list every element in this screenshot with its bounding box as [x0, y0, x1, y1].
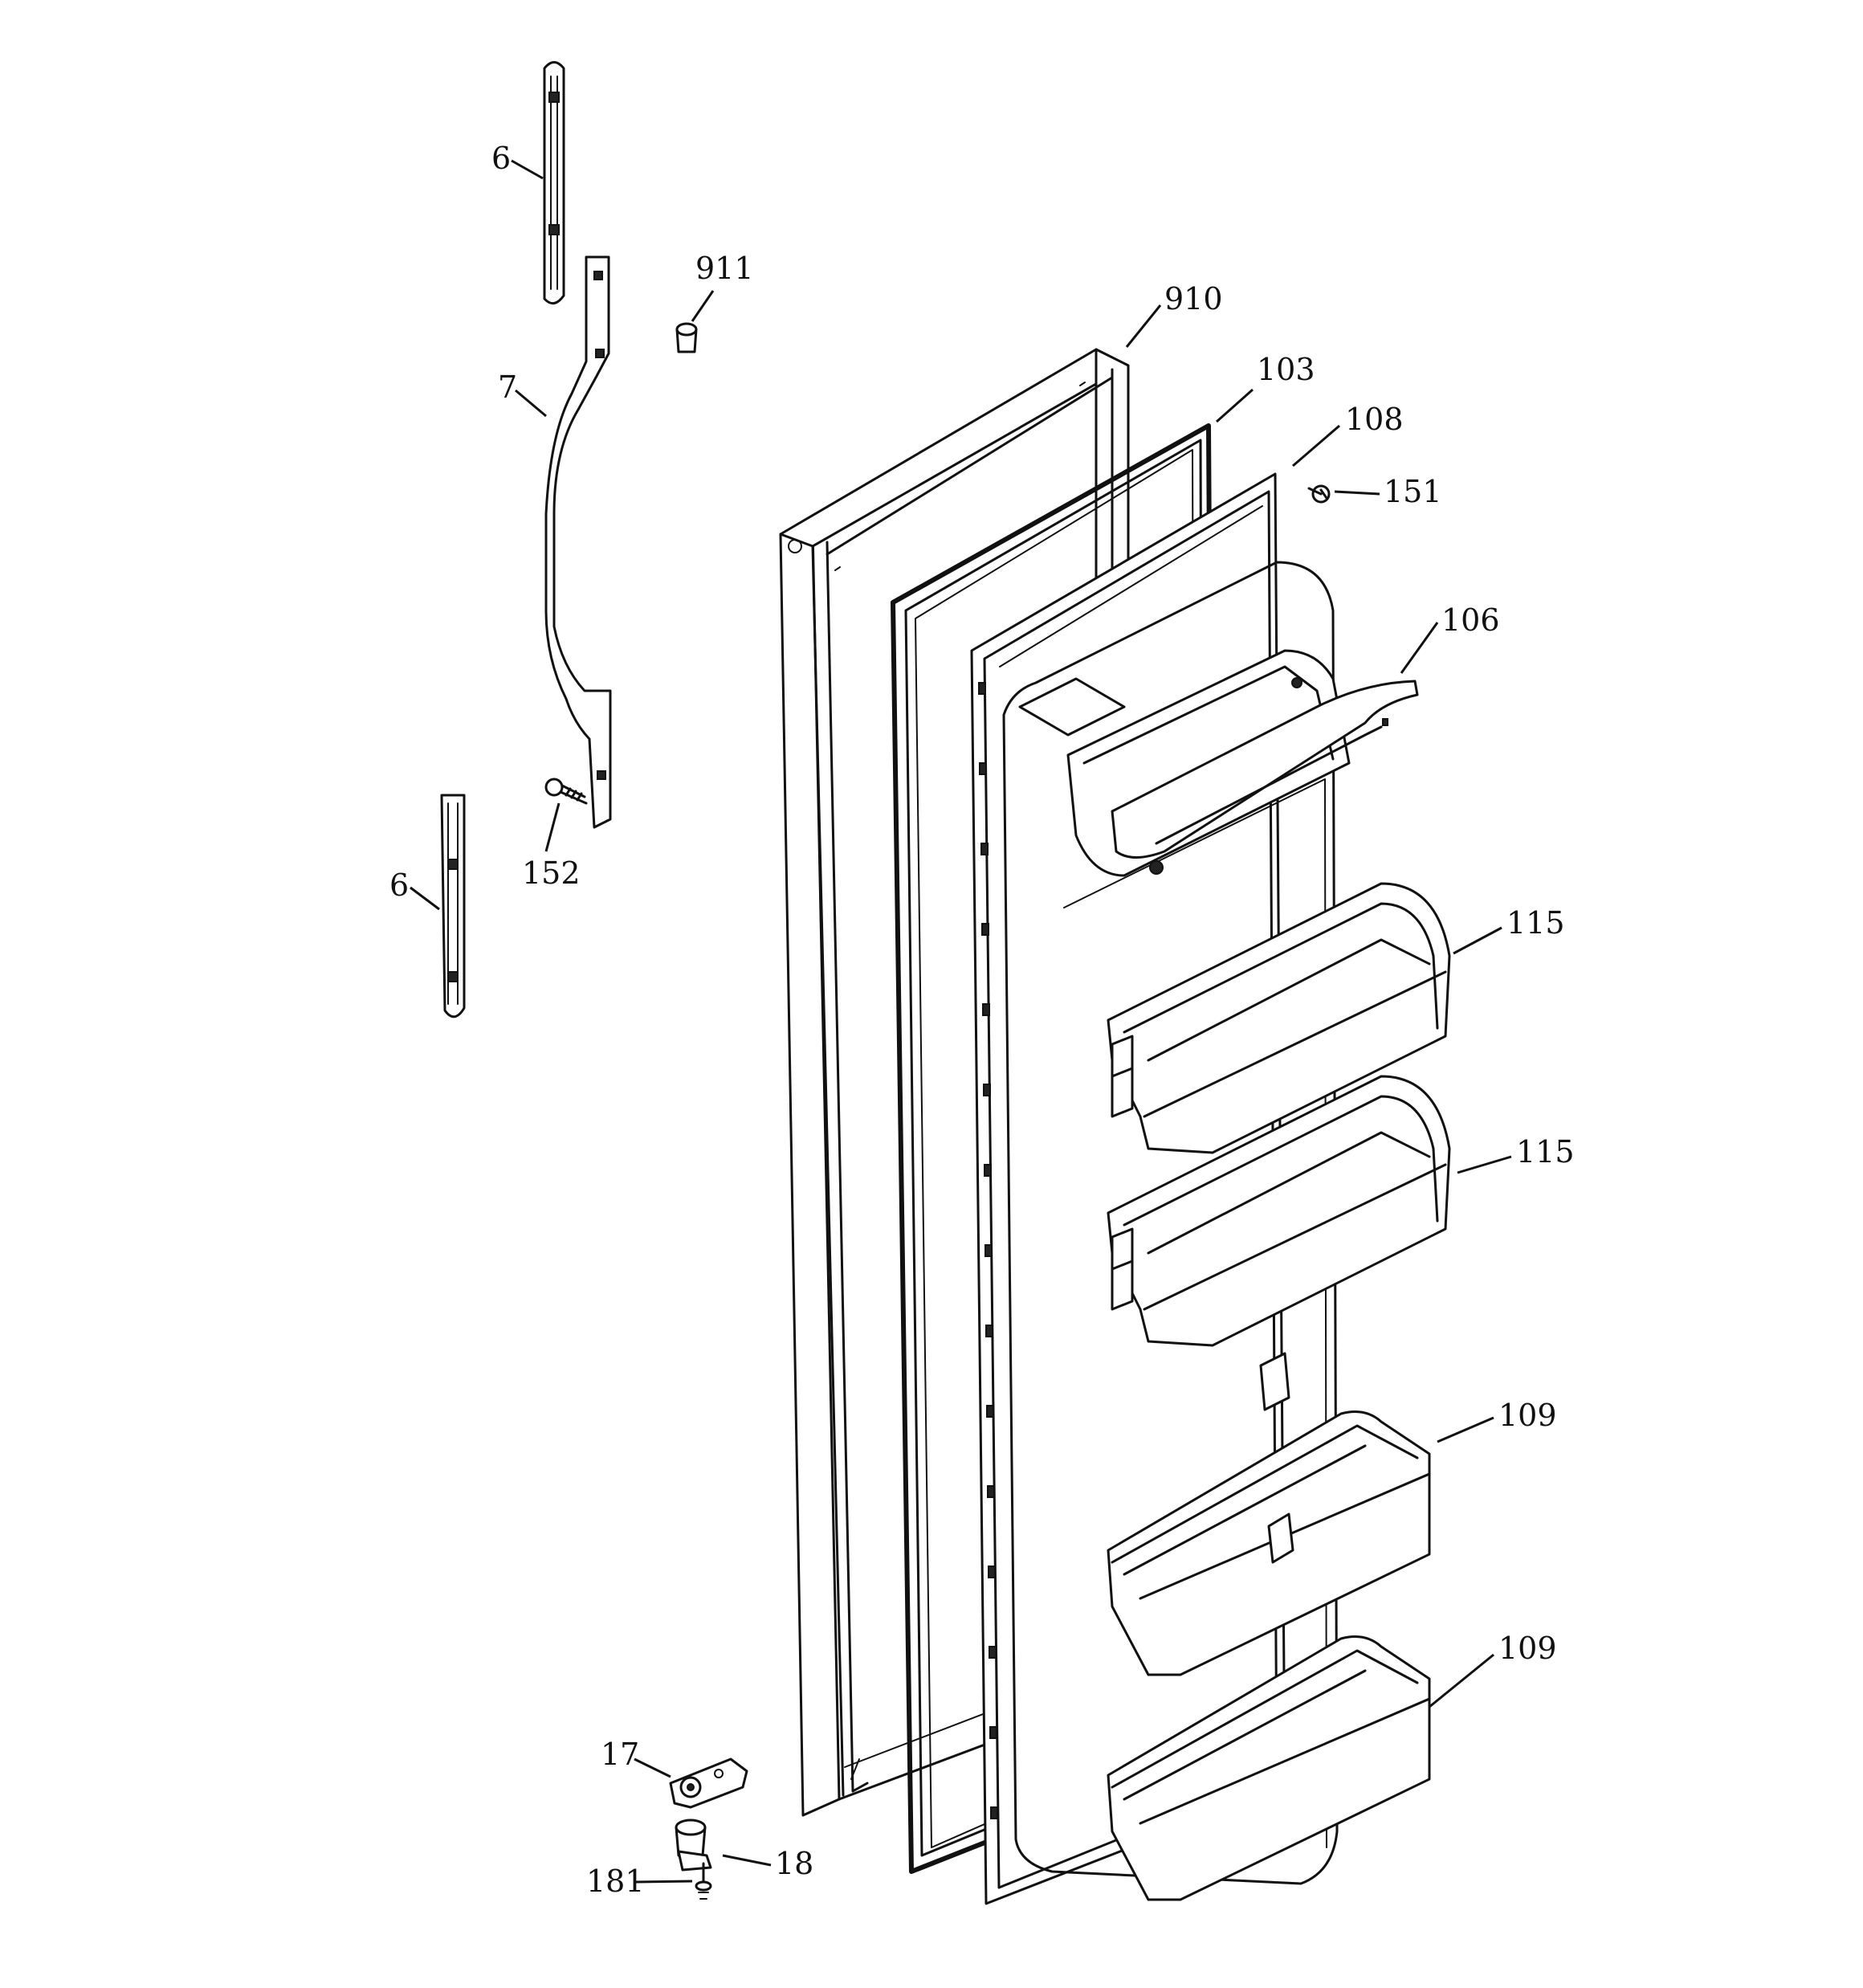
callout-115-b: 115 [1516, 1134, 1575, 1170]
handle-trim-bottom [440, 794, 466, 1018]
callout-181: 181 [586, 1863, 645, 1899]
callout-151: 151 [1384, 474, 1442, 509]
door-bin-lower [1107, 1075, 1451, 1411]
callout-labels: 6 911 910 103 108 151 7 106 152 6 115 11… [389, 141, 1575, 1899]
leader-lines [410, 159, 1512, 1884]
callout-911: 911 [695, 251, 754, 286]
door-bin-upper [1107, 882, 1451, 1154]
hinge-plate [669, 1757, 748, 1809]
liner-screw [1307, 484, 1331, 504]
callout-6-bottom: 6 [389, 867, 409, 903]
callout-109-b: 109 [1498, 1631, 1557, 1666]
callout-115-a: 115 [1506, 905, 1565, 941]
dairy-door [1066, 649, 1419, 877]
callout-152: 152 [522, 855, 581, 891]
callout-910: 910 [1164, 281, 1223, 316]
liner-studs [978, 682, 998, 1819]
callout-7: 7 [498, 369, 517, 405]
hinge-bushing [675, 1819, 712, 1872]
door-handle [544, 255, 612, 829]
door-shelf-lower [1107, 1635, 1431, 1901]
hinge-screw [695, 1862, 712, 1900]
plug [675, 322, 698, 353]
callout-18: 18 [775, 1846, 813, 1881]
handle-trim-top [543, 61, 565, 305]
callout-6-top: 6 [491, 141, 511, 176]
callout-109-a: 109 [1498, 1398, 1557, 1433]
handle-screw [544, 778, 588, 805]
callout-108: 108 [1345, 402, 1404, 437]
callout-106: 106 [1441, 602, 1500, 638]
callout-17: 17 [601, 1737, 639, 1772]
callout-103: 103 [1257, 352, 1315, 387]
door-shelf-upper [1107, 1410, 1431, 1676]
